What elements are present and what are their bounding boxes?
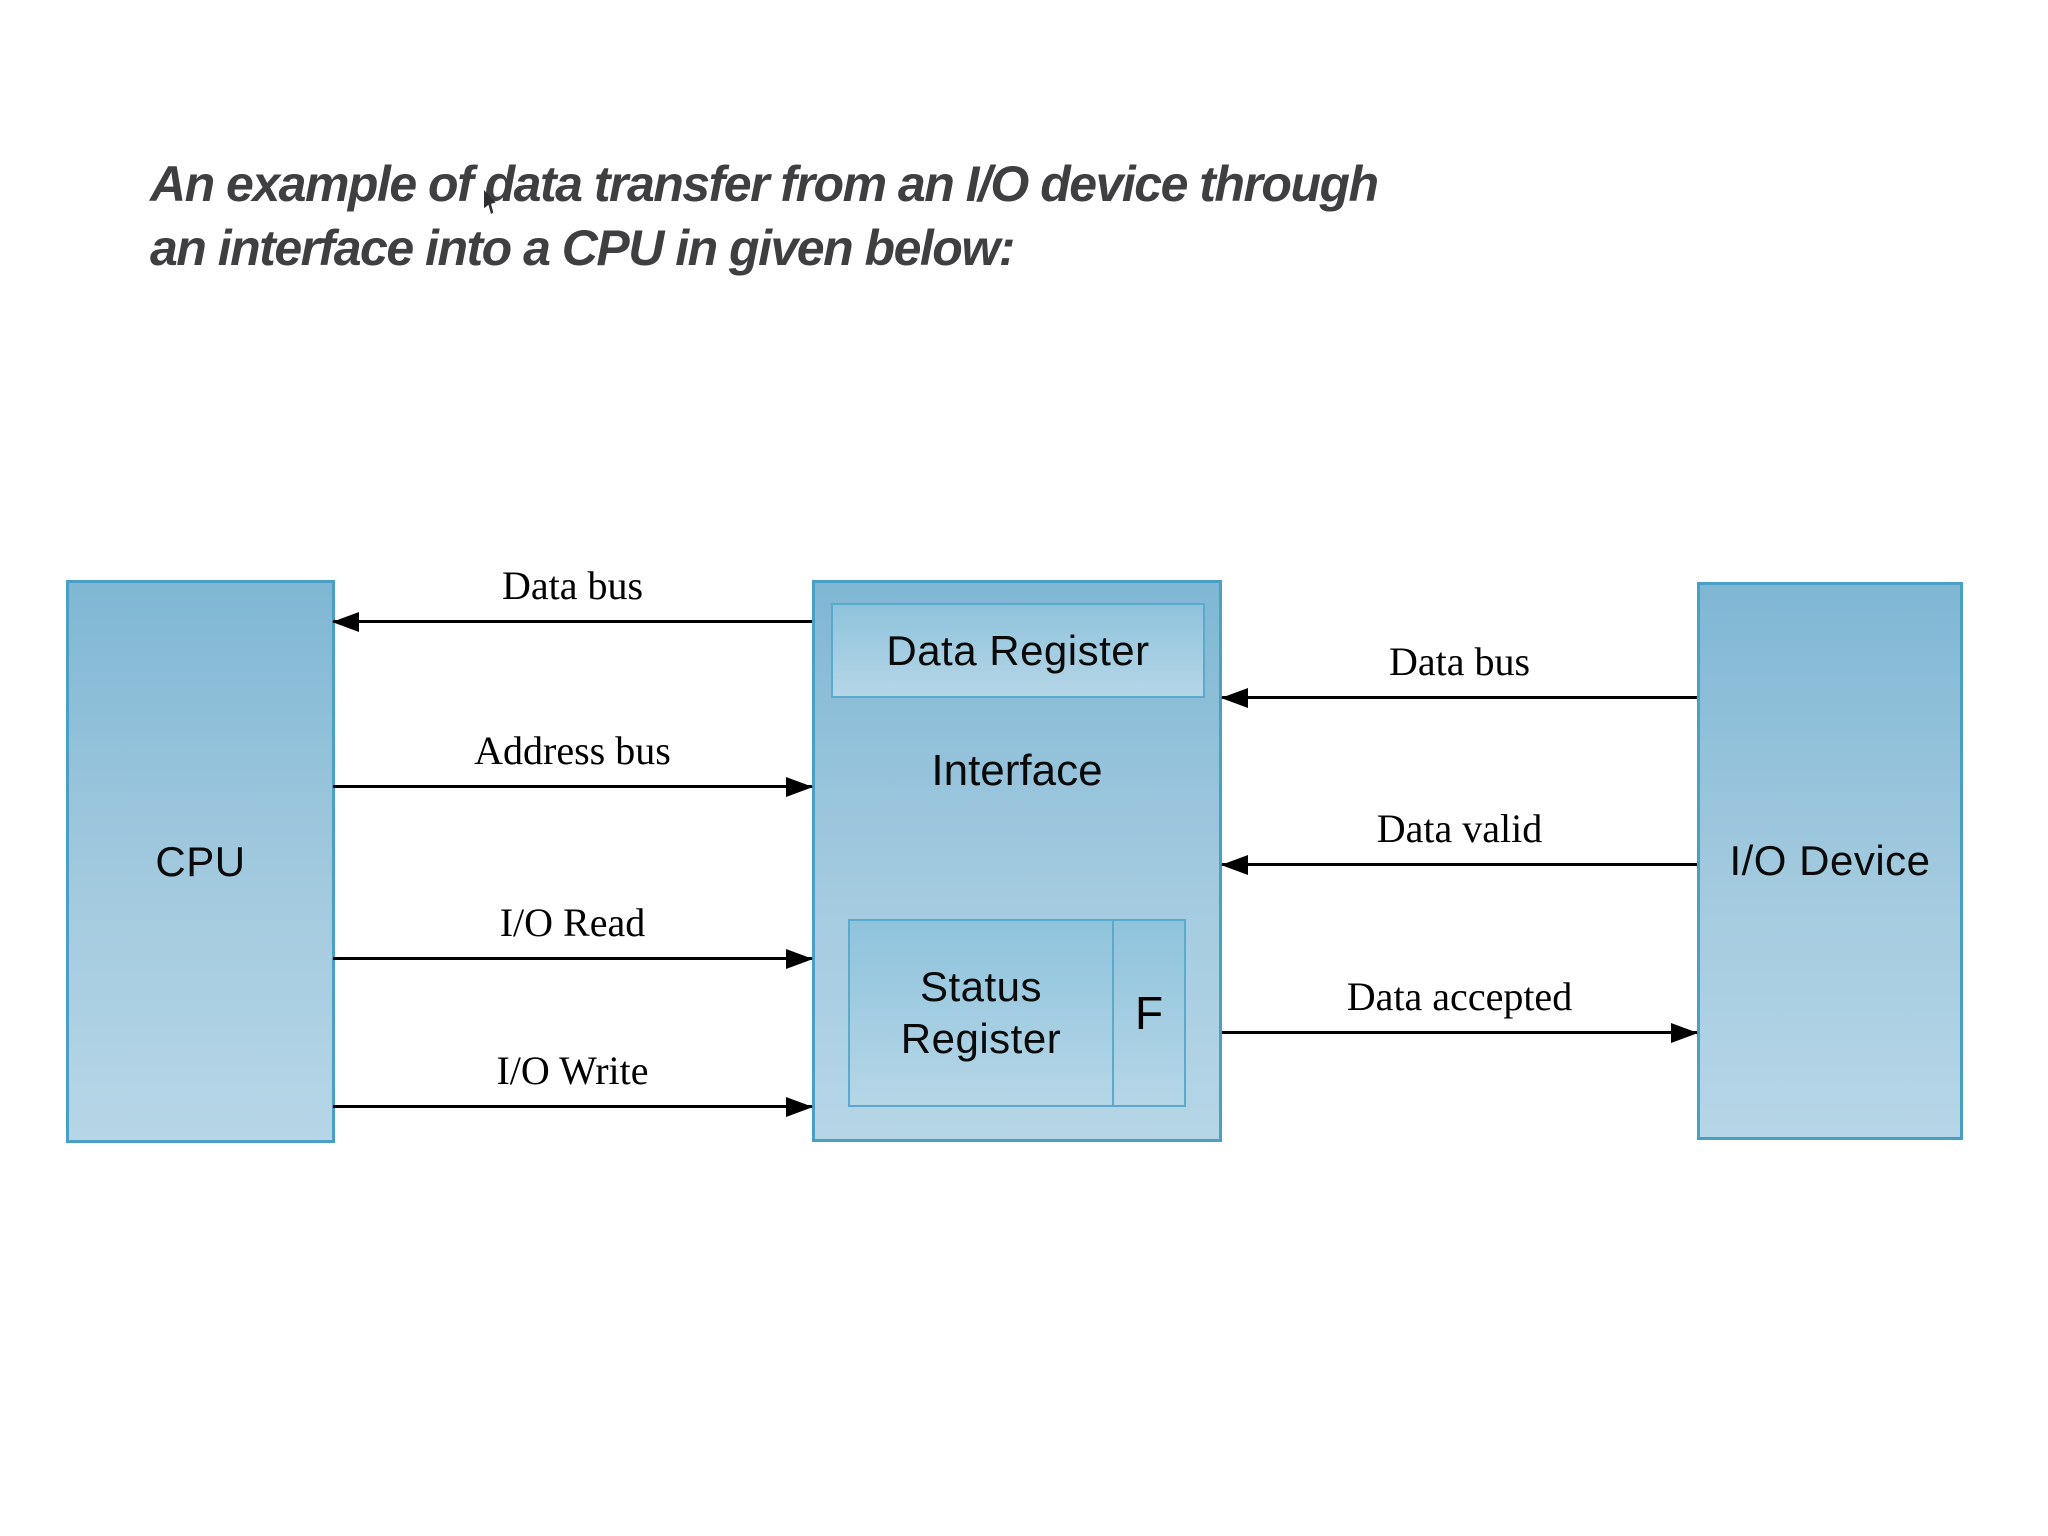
interface-label: Interface bbox=[931, 746, 1103, 795]
arrowhead-right-icon bbox=[786, 949, 813, 969]
cpu-label: CPU bbox=[155, 837, 246, 885]
page-title-line1: An example of data transfer from an I/O … bbox=[150, 156, 1379, 212]
arrowhead-right-icon bbox=[1671, 1023, 1698, 1043]
flag-cell: F bbox=[1112, 921, 1184, 1105]
wire-line bbox=[1222, 863, 1697, 866]
wire-label-data-valid: Data valid bbox=[1376, 806, 1543, 851]
wire-line bbox=[333, 1105, 812, 1108]
mouse-cursor-icon bbox=[484, 190, 496, 214]
wire-io-read: I/O Read bbox=[333, 900, 813, 969]
wire-data-accepted: Data accepted bbox=[1222, 974, 1698, 1043]
data-register-block: Data Register bbox=[831, 603, 1205, 698]
cpu-block: CPU bbox=[66, 580, 335, 1143]
wire-label-address-bus: Address bus bbox=[474, 728, 671, 773]
wire-label-data-accepted: Data accepted bbox=[1346, 974, 1573, 1019]
wire-data-bus-cpu: Data bus bbox=[332, 563, 812, 632]
arrowhead-right-icon bbox=[786, 777, 813, 797]
wire-label-io-write: I/O Write bbox=[496, 1048, 649, 1093]
page-title-line2: an interface into a CPU in given below: bbox=[150, 220, 1015, 276]
wire-label-io-read: I/O Read bbox=[499, 900, 646, 945]
wire-line bbox=[1222, 1031, 1697, 1034]
wire-line bbox=[333, 785, 812, 788]
wire-line bbox=[333, 620, 812, 623]
arrowhead-left-icon bbox=[1221, 855, 1248, 875]
wire-data-valid: Data valid bbox=[1221, 806, 1697, 875]
wire-address-bus: Address bus bbox=[333, 728, 813, 797]
wire-line bbox=[333, 957, 812, 960]
status-register-block: Status Register F bbox=[848, 919, 1186, 1107]
arrowhead-left-icon bbox=[332, 612, 359, 632]
arrowhead-right-icon bbox=[786, 1097, 813, 1117]
status-register-label: Status Register bbox=[900, 962, 1062, 1063]
wire-io-write: I/O Write bbox=[333, 1048, 813, 1117]
wire-label-data-bus-cpu: Data bus bbox=[501, 563, 644, 608]
io-device-block: I/O Device bbox=[1697, 582, 1963, 1140]
wire-data-bus-io: Data bus bbox=[1221, 639, 1697, 708]
wire-line bbox=[1222, 696, 1697, 699]
io-device-label: I/O Device bbox=[1729, 837, 1931, 884]
interface-block: Data Register Interface Status Register … bbox=[812, 580, 1222, 1142]
wire-label-data-bus-io: Data bus bbox=[1388, 639, 1531, 684]
data-register-label: Data Register bbox=[886, 626, 1150, 674]
page-title: An example of data transfer from an I/O … bbox=[150, 152, 1379, 280]
arrowhead-left-icon bbox=[1221, 688, 1248, 708]
